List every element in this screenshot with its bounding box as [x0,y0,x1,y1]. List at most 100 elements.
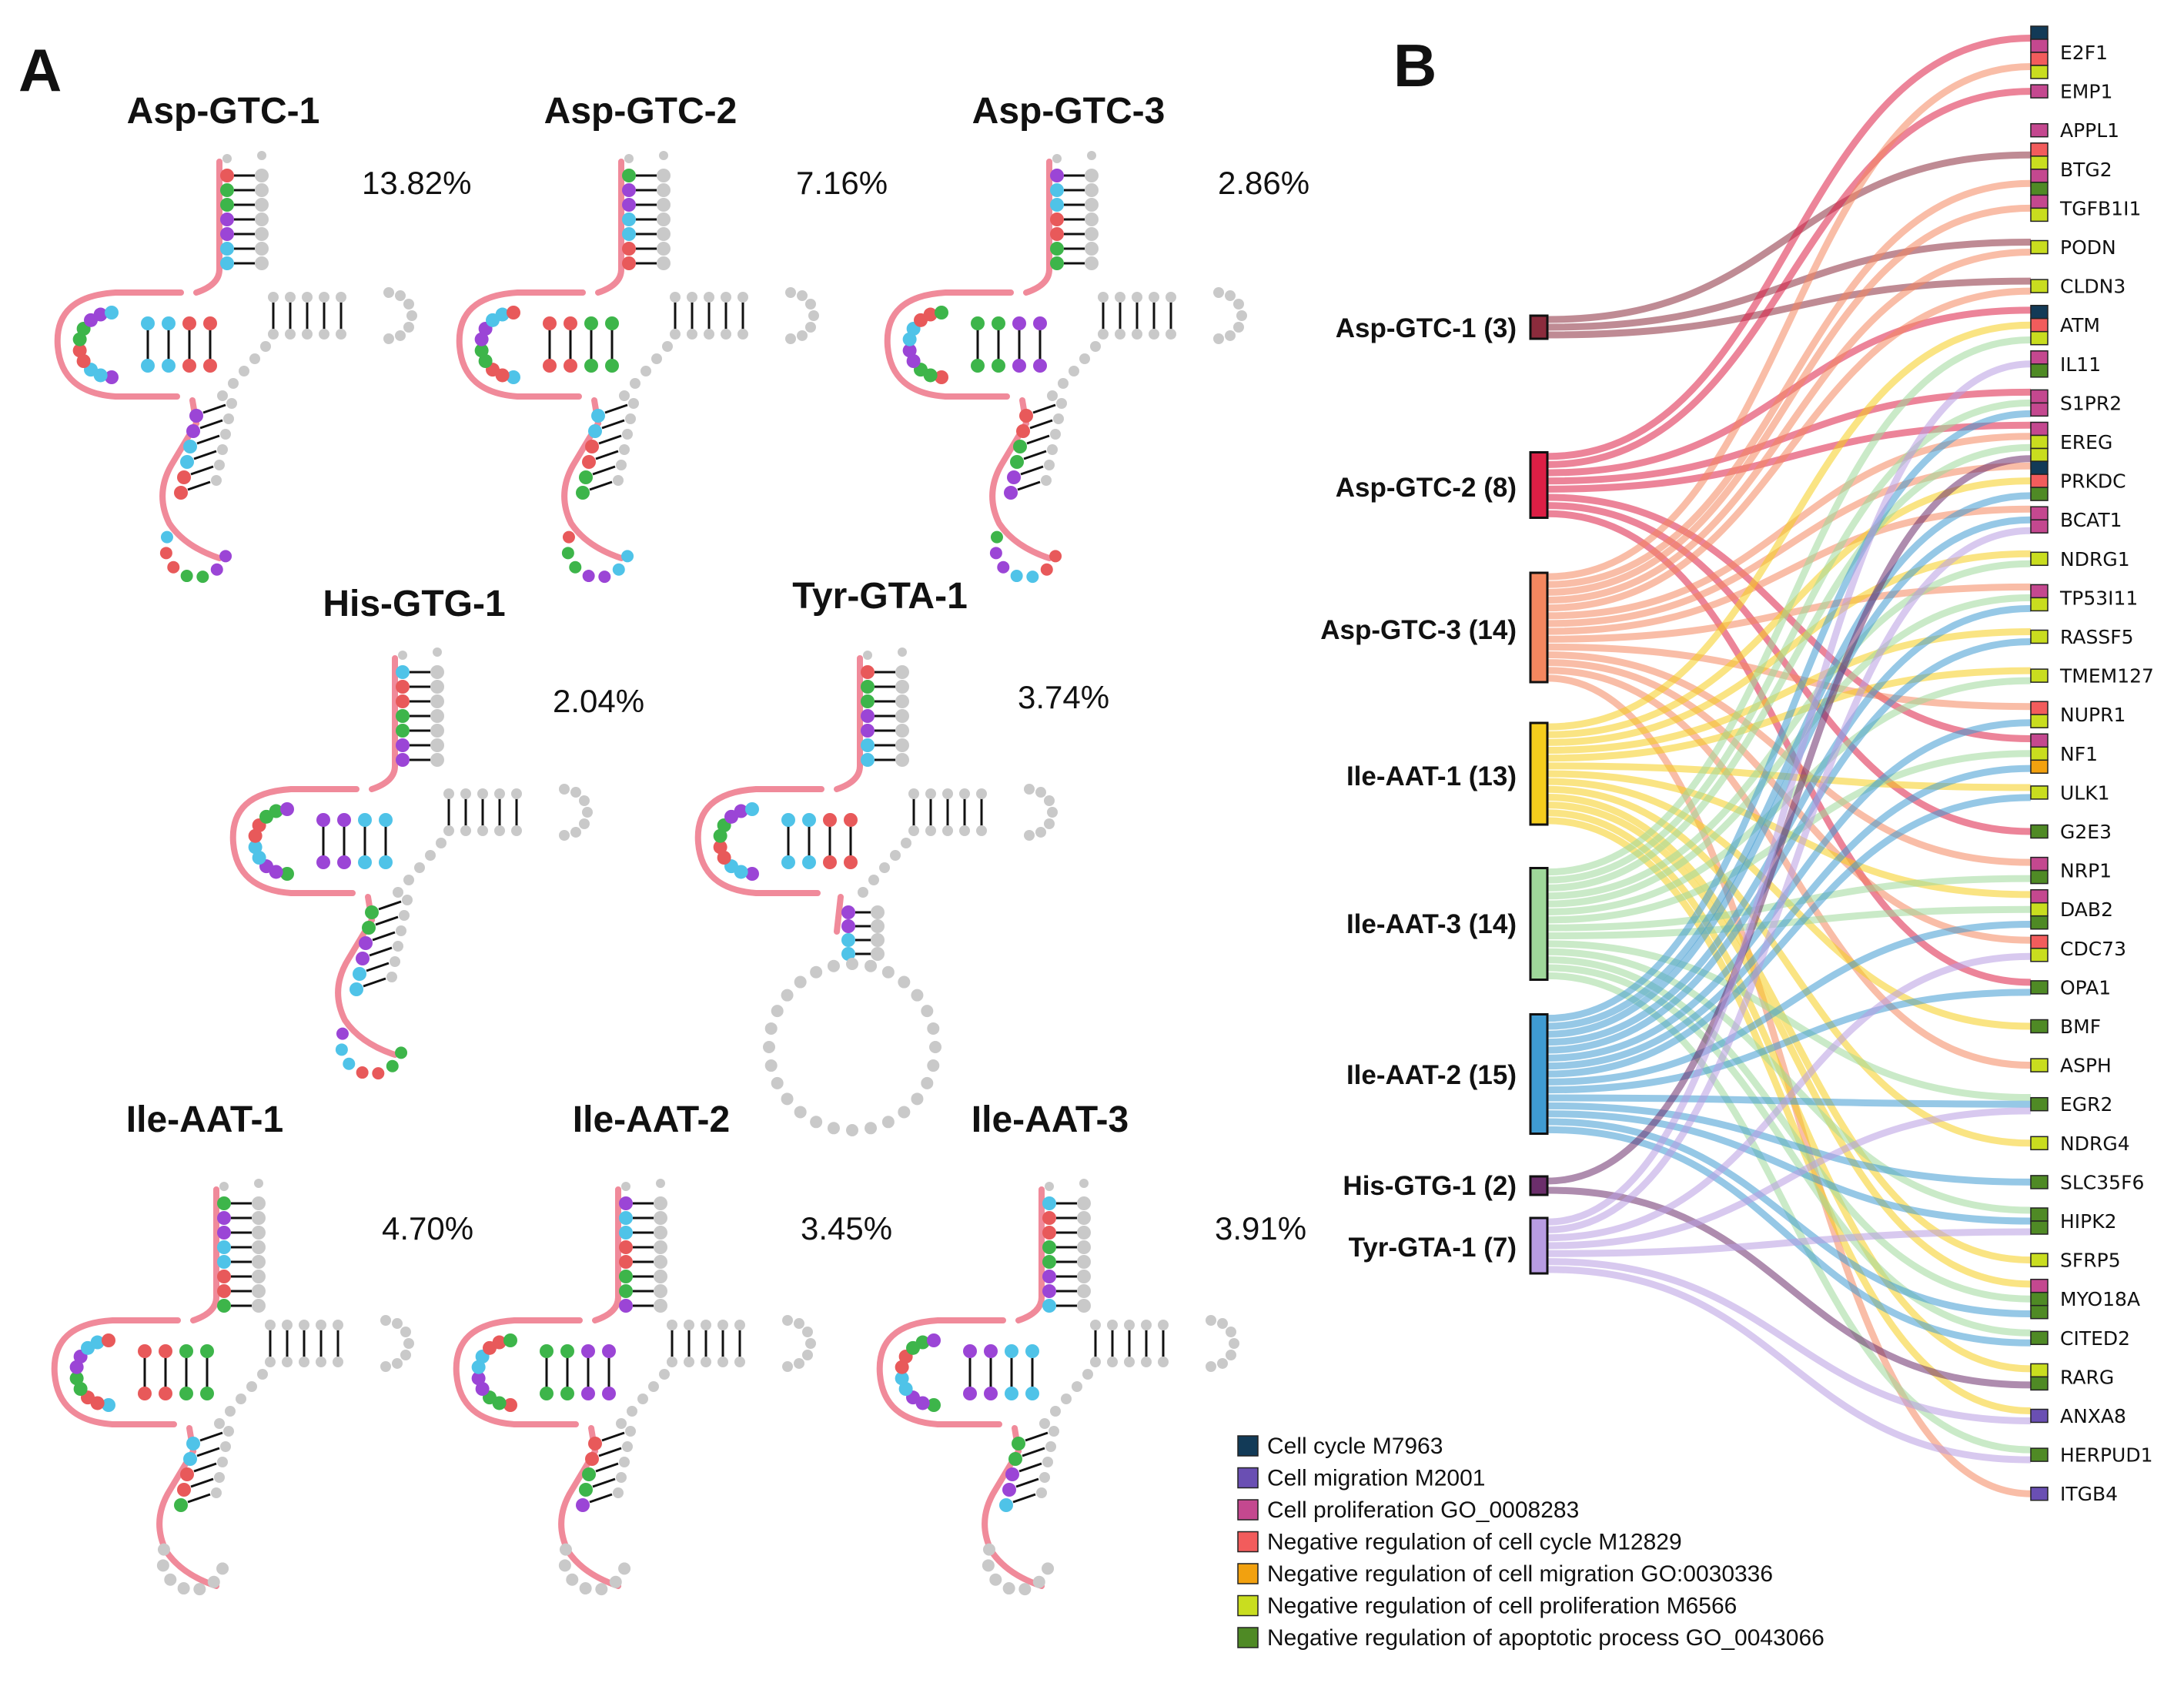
sankey-link [1547,88,2032,468]
nucleotide [576,1498,590,1512]
nucleotide [207,1575,220,1588]
nucleotide [337,813,351,827]
legend-swatch [1237,1467,1259,1489]
nucleotide [713,828,727,843]
nucleotide [619,1284,633,1298]
base-pair [187,480,211,491]
legend-item: Cell proliferation GO_0008283 [1237,1497,1579,1523]
target-node-atm: ATM [2030,304,2100,346]
backbone-highlight [54,159,222,561]
nucleotide [622,198,636,212]
nucleotide [392,1318,403,1330]
nucleotide [337,855,351,869]
trna-title: Asp-GTC-2 [544,91,737,132]
nucleotide [609,1575,622,1588]
nucleotide [781,1092,794,1106]
gene-label: ITGB4 [2060,1483,2118,1505]
trna-percentage: 4.70% [382,1210,473,1246]
nucleotide [1035,826,1046,838]
gene-label: ATM [2060,314,2100,336]
target-category-segment [2030,363,2049,378]
gene-label: BMF [2060,1015,2101,1038]
nucleotide [180,455,194,469]
backbone-highlight [694,655,863,935]
nucleotide [622,242,636,256]
target-category-segment [2030,84,2049,99]
nucleotide [560,1344,574,1358]
nucleotide [895,753,909,767]
nucleotide [1149,292,1159,303]
nucleotide [1050,429,1061,440]
nucleotide [1090,341,1101,352]
base-pair [1012,1493,1036,1504]
nucleotide [984,1387,998,1400]
nucleotide [495,307,510,322]
nucleotide [72,332,87,346]
nucleotide [1005,1467,1019,1481]
nucleotide [805,1338,816,1349]
nucleotide [316,813,330,827]
legend-item: Negative regulation of cell proliferatio… [1237,1594,1737,1619]
nucleotides [72,151,417,584]
nucleotide [1232,299,1244,309]
nucleotide [543,359,557,373]
nucleotide [781,989,794,1002]
gene-label: APPL1 [2060,119,2119,142]
nucleotide [1206,1315,1216,1326]
nucleotide [1085,198,1099,212]
nucleotide [625,413,636,424]
nucleotide [362,921,376,935]
base-pair [190,465,214,476]
nucleotide [248,840,263,855]
target-category-segment [2030,1136,2049,1151]
target-node-s1pr2: S1PR2 [2030,389,2122,417]
target-category-segment [2030,701,2049,715]
nucleotide [285,292,296,303]
source-node: Ile-AAT-1 (13) [1346,721,1549,826]
nucleotide [582,455,596,469]
nucleotide [239,366,249,376]
target-category-segment [2030,460,2049,475]
nucleotide [713,840,727,855]
target-node-slc35f6: SLC35F6 [2030,1171,2144,1193]
nucleotide [433,647,442,657]
nucleotide [425,850,436,861]
nucleotide [721,292,731,303]
acceptor-strand [592,1186,621,1323]
nucleotide [255,227,269,241]
gene-label: DAB2 [2060,898,2113,921]
nucleotide [214,1418,225,1429]
nucleotide [656,1179,665,1188]
gene-label: NF1 [2060,743,2098,765]
d-arm-backbone [51,1317,181,1427]
legend-label: Negative regulation of cell cycle M12829 [1267,1530,1682,1555]
source-node-bar [1529,1013,1549,1135]
nucleotide [396,680,410,694]
target-category-segment [2030,1408,2049,1424]
nucleotide [1018,1583,1032,1596]
nucleotide [971,316,985,330]
nucleotide [990,530,1003,544]
sankey-link [1547,505,2032,635]
nucleotide [507,370,520,384]
nucleotide [217,1226,231,1240]
nucleotide [578,795,590,806]
nucleotide [1124,1357,1135,1367]
nucleotide [622,256,636,270]
nucleotide [141,316,155,330]
target-node-opa1: OPA1 [2030,976,2111,999]
nucleotide [220,429,231,440]
trna-title: Ile-AAT-2 [573,1099,730,1140]
target-category-segment [2030,1207,2049,1222]
target-category-segment [2030,1376,2049,1391]
source-node-label: His-GTG-1 (2) [1343,1171,1517,1201]
nucleotide [613,1487,624,1498]
nucleotide [921,1005,934,1018]
nucleotide [1141,1357,1152,1367]
nucleotide [895,1371,909,1386]
gene-label: PODN [2060,236,2116,259]
nucleotide [396,709,410,723]
nucleotide [430,724,444,738]
nucleotide [823,855,837,869]
target-node-ndrg4: NDRG4 [2030,1133,2130,1155]
